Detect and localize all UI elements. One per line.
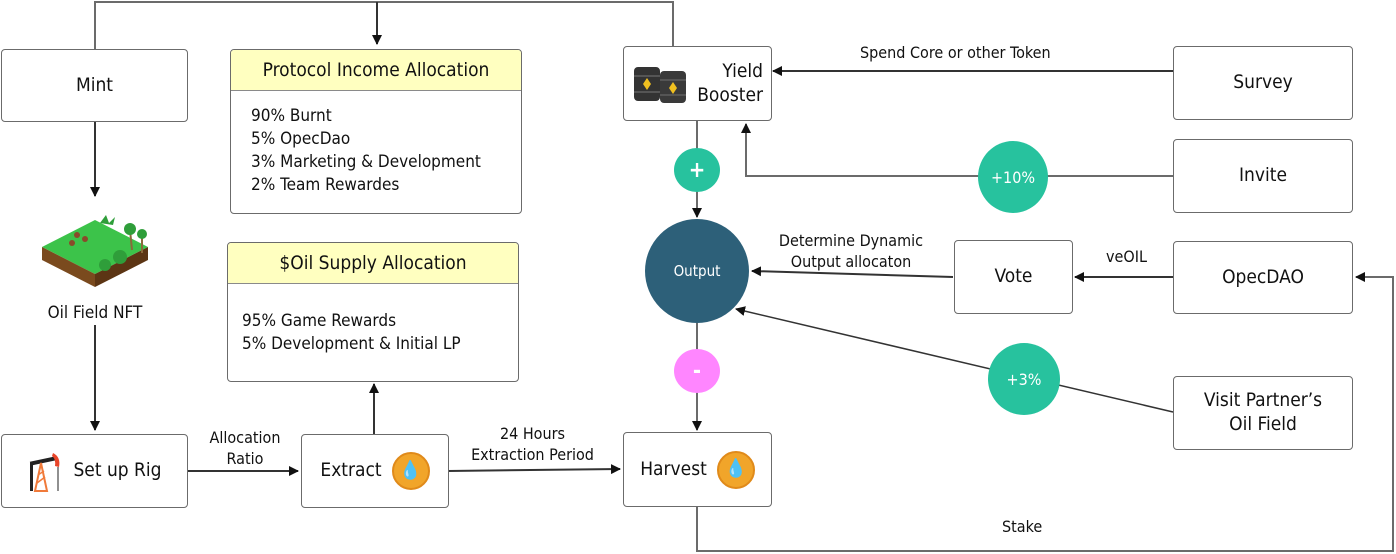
spend-token-label: Spend Core or other Token [860, 43, 1051, 62]
plus-badge-text: + [688, 157, 706, 183]
minus-badge: - [674, 349, 720, 393]
oil-supply-item: 95% Game Rewards [242, 311, 397, 331]
oil-field-island-icon [42, 215, 148, 287]
extraction-period-line1: 24 Hours [499, 424, 566, 443]
dynamic-allocation-line2: Output allocaton [790, 252, 912, 271]
edge-extract-to-harvest [447, 464, 621, 475]
visit-partner-label-line1: Visit Partner’s [1203, 389, 1323, 412]
vote-node[interactable]: Vote [954, 240, 1073, 314]
mint-node[interactable]: Mint [1, 49, 188, 122]
minus-badge-text: - [692, 358, 702, 384]
harvest-node[interactable]: Harvest 💧 [623, 432, 772, 507]
oil-field-nft-node[interactable]: Oil Field NFT [30, 205, 160, 325]
plus-badge: + [674, 148, 720, 192]
allocation-ratio-line2: Ratio [226, 449, 264, 468]
visit-bonus-text: +3% [1006, 369, 1042, 389]
survey-node[interactable]: Survey [1173, 46, 1353, 120]
yield-booster-node[interactable]: Yield Booster [623, 46, 772, 121]
oil-barrels-icon [634, 66, 686, 103]
protocol-income-title: Protocol Income Allocation [231, 50, 521, 91]
oil-field-nft-label: Oil Field NFT [47, 303, 143, 323]
protocol-income-item: 90% Burnt [251, 106, 332, 126]
allocation-ratio-label: Allocation Ratio [200, 427, 290, 469]
extract-label: Extract [320, 459, 382, 482]
yield-booster-label-line2: Booster [697, 83, 763, 106]
oil-supply-allocation-box: $Oil Supply Allocation 95% Game Rewards … [227, 242, 519, 382]
yield-booster-label-line1: Yield [722, 59, 763, 82]
invite-label: Invite [1239, 164, 1287, 187]
protocol-income-allocation-box: Protocol Income Allocation 90% Burnt 5% … [230, 49, 522, 214]
vote-label: Vote [994, 265, 1033, 288]
dynamic-allocation-label: Determine Dynamic Output allocaton [768, 230, 934, 272]
edge-stake-loop [696, 272, 1394, 552]
set-up-rig-node[interactable]: Set up Rig [1, 434, 188, 508]
survey-label: Survey [1233, 71, 1293, 94]
veoil-label: veOIL [1106, 247, 1147, 266]
output-label: Output [673, 262, 721, 280]
invite-node[interactable]: Invite [1173, 139, 1353, 213]
protocol-income-list: 90% Burnt 5% OpecDao 3% Marketing & Deve… [231, 91, 521, 197]
extraction-period-line2: Extraction Period [471, 445, 594, 464]
dynamic-allocation-line1: Determine Dynamic [778, 231, 924, 250]
allocation-ratio-line1: Allocation [209, 428, 281, 447]
output-node[interactable]: Output [645, 219, 749, 323]
invite-bonus-text: +10% [990, 167, 1036, 187]
extraction-period-label: 24 Hours Extraction Period [455, 423, 610, 465]
visit-partner-label-line2: Oil Field [1229, 413, 1297, 435]
protocol-income-item: 3% Marketing & Development [251, 152, 481, 172]
visit-partner-node[interactable]: Visit Partner’s Oil Field [1173, 376, 1353, 450]
opecdao-label: OpecDAO [1222, 265, 1304, 288]
protocol-income-item: 5% OpecDao [251, 129, 351, 149]
oil-supply-list: 95% Game Rewards 5% Development & Initia… [228, 284, 518, 356]
edge-vote-to-output [751, 266, 954, 278]
harvest-label: Harvest [640, 457, 707, 480]
edge-invite-to-booster [741, 123, 1173, 177]
mint-label: Mint [75, 73, 114, 96]
protocol-income-item: 2% Team Rewardes [251, 175, 400, 195]
oil-supply-item: 5% Development & Initial LP [242, 334, 461, 354]
extract-node[interactable]: Extract 💧 [301, 434, 449, 508]
oil-supply-title: $Oil Supply Allocation [228, 243, 518, 284]
visit-bonus-badge: +3% [988, 343, 1060, 415]
oil-drop-coin-icon: 💧 [716, 450, 755, 489]
edge-visit-to-output [735, 306, 1174, 413]
oil-rig-icon [30, 453, 60, 492]
opecdao-node[interactable]: OpecDAO [1173, 241, 1353, 314]
invite-bonus-badge: +10% [978, 141, 1048, 213]
edge-mint-top-bus [94, 1, 674, 49]
oil-drop-coin-icon: 💧 [391, 452, 430, 490]
set-up-rig-label: Set up Rig [73, 459, 162, 482]
stake-label: Stake [1002, 517, 1043, 536]
